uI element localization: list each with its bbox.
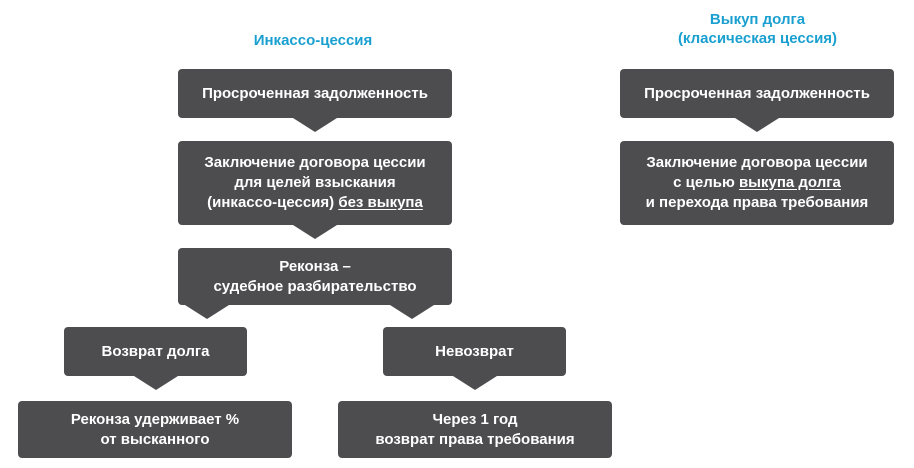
retains-line2: от высканного xyxy=(100,430,210,448)
left-overdue-label: Просроченная задолженность xyxy=(202,84,428,102)
after-year-line2: возврат права требования xyxy=(375,430,575,448)
left-overdue-box: Просроченная задолженность xyxy=(178,69,452,118)
right-heading-line2: (класическая цессия) xyxy=(677,30,838,47)
arrow-down-court-right xyxy=(390,305,434,319)
left-contract-line2: для целей взыскания xyxy=(234,174,396,191)
right-contract-line3: и перехода права требования xyxy=(645,194,869,211)
debt-buyout-emphasis: выкупа долга xyxy=(738,174,841,191)
debt-return-label: Возврат долга xyxy=(101,342,210,360)
right-contract-box: Заключение договора цессии с целью выкуп… xyxy=(620,141,894,225)
arrow-down-1 xyxy=(293,118,337,132)
arrow-down-2 xyxy=(293,225,337,239)
court-box: Реконза – судебное разбирательство xyxy=(178,248,452,305)
right-contract-line2: с целью выкупа долга xyxy=(673,174,841,191)
right-heading-line1: Выкуп долга xyxy=(709,11,806,28)
court-line2: судебное разбирательство xyxy=(213,277,417,295)
arrow-down-return xyxy=(134,376,178,390)
arrow-down-right xyxy=(735,118,779,132)
arrow-down-no-return xyxy=(453,376,497,390)
left-contract-box: Заключение договора цессии для целей взы… xyxy=(178,141,452,225)
left-contract-line3: (инкассо-цессия) без выкупа xyxy=(207,194,423,211)
no-return-box: Невозврат xyxy=(383,327,566,376)
right-column-heading: Выкуп долга (класическая цессия) xyxy=(620,10,895,48)
left-contract-line1: Заключение договора цессии xyxy=(204,154,426,171)
left-column-heading: Инкассо-цессия xyxy=(253,32,373,49)
right-contract-line1: Заключение договора цессии xyxy=(646,154,868,171)
no-return-label: Невозврат xyxy=(435,342,514,360)
court-line1: Реконза – xyxy=(279,257,351,275)
without-buyout-emphasis: без выкупа xyxy=(338,194,423,211)
retains-line1: Реконза удерживает % xyxy=(70,410,240,428)
after-year-line1: Через 1 год xyxy=(432,410,518,428)
right-overdue-label: Просроченная задолженность xyxy=(644,84,870,102)
retains-percent-box: Реконза удерживает % от высканного xyxy=(18,401,292,458)
right-overdue-box: Просроченная задолженность xyxy=(620,69,894,118)
arrow-down-court-left xyxy=(185,305,229,319)
debt-return-box: Возврат долга xyxy=(64,327,247,376)
after-year-box: Через 1 год возврат права требования xyxy=(338,401,612,458)
